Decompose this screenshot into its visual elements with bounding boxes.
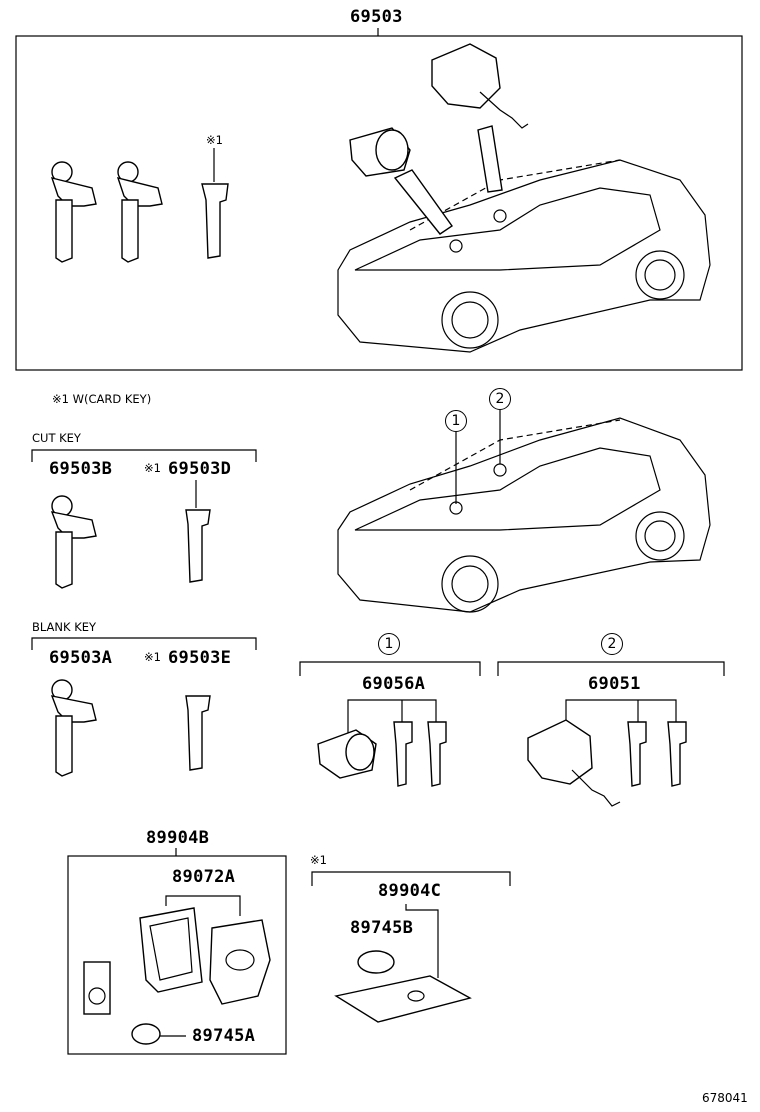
vehicle-marker-2: 2 bbox=[489, 388, 511, 410]
cut-key-part-number: 69503B bbox=[49, 459, 113, 479]
card-key-legend: ※1 W(CARD KEY) bbox=[52, 392, 152, 406]
cut-card-key-mark: ※1 bbox=[144, 461, 161, 475]
smart-key-drawing bbox=[50, 161, 163, 263]
door-lock-part-number: 69056A bbox=[362, 674, 426, 694]
card-key-bracket bbox=[311, 871, 511, 978]
ignition-set-drawing bbox=[527, 699, 687, 807]
cut-key-drawing bbox=[50, 480, 211, 589]
card-key-drawing bbox=[334, 950, 472, 1023]
card-key-set-mark: ※1 bbox=[310, 853, 327, 867]
transmitter-part-number: 89904B bbox=[146, 828, 210, 848]
ignition-part-number: 69051 bbox=[588, 674, 641, 694]
assembly-frame bbox=[15, 28, 743, 371]
cut-key-bracket bbox=[31, 449, 257, 462]
assembly-part-number: 69503 bbox=[350, 7, 403, 27]
blank-key-drawing bbox=[50, 679, 211, 777]
door-lock-set-drawing bbox=[317, 699, 447, 787]
transmitter-case-drawing bbox=[83, 907, 271, 1045]
vehicle-marker-1: 1 bbox=[445, 410, 467, 432]
blank-card-key-mark: ※1 bbox=[144, 650, 161, 664]
ignition-bracket bbox=[497, 661, 725, 676]
transmitter-battery-part-number: 89745A bbox=[192, 1026, 256, 1046]
vehicle-drawing-middle bbox=[337, 410, 711, 613]
door-lock-marker: 1 bbox=[378, 633, 400, 655]
blank-key-part-number: 69503A bbox=[49, 648, 113, 668]
cut-card-key-part-number: 69503D bbox=[168, 459, 232, 479]
door-lock-cylinder-drawing-top bbox=[349, 127, 411, 177]
card-key-blade-drawing bbox=[201, 148, 229, 259]
card-key-part-number: 89904C bbox=[378, 881, 442, 901]
transmitter-box bbox=[67, 848, 287, 1055]
card-key-mark: ※1 bbox=[206, 133, 223, 147]
blank-card-key-part-number: 69503E bbox=[168, 648, 232, 668]
blank-key-heading: BLANK KEY bbox=[32, 620, 97, 634]
vehicle-drawing-top bbox=[337, 125, 711, 353]
ignition-marker: 2 bbox=[601, 633, 623, 655]
blank-key-bracket bbox=[31, 637, 257, 650]
door-lock-bracket bbox=[299, 661, 481, 676]
figure-code: 678041 bbox=[702, 1091, 748, 1105]
ignition-switch-drawing-top bbox=[431, 43, 529, 129]
transmitter-case-part-number: 89072A bbox=[172, 867, 236, 887]
card-key-battery-part-number: 89745B bbox=[350, 918, 414, 938]
cut-key-heading: CUT KEY bbox=[32, 431, 81, 445]
